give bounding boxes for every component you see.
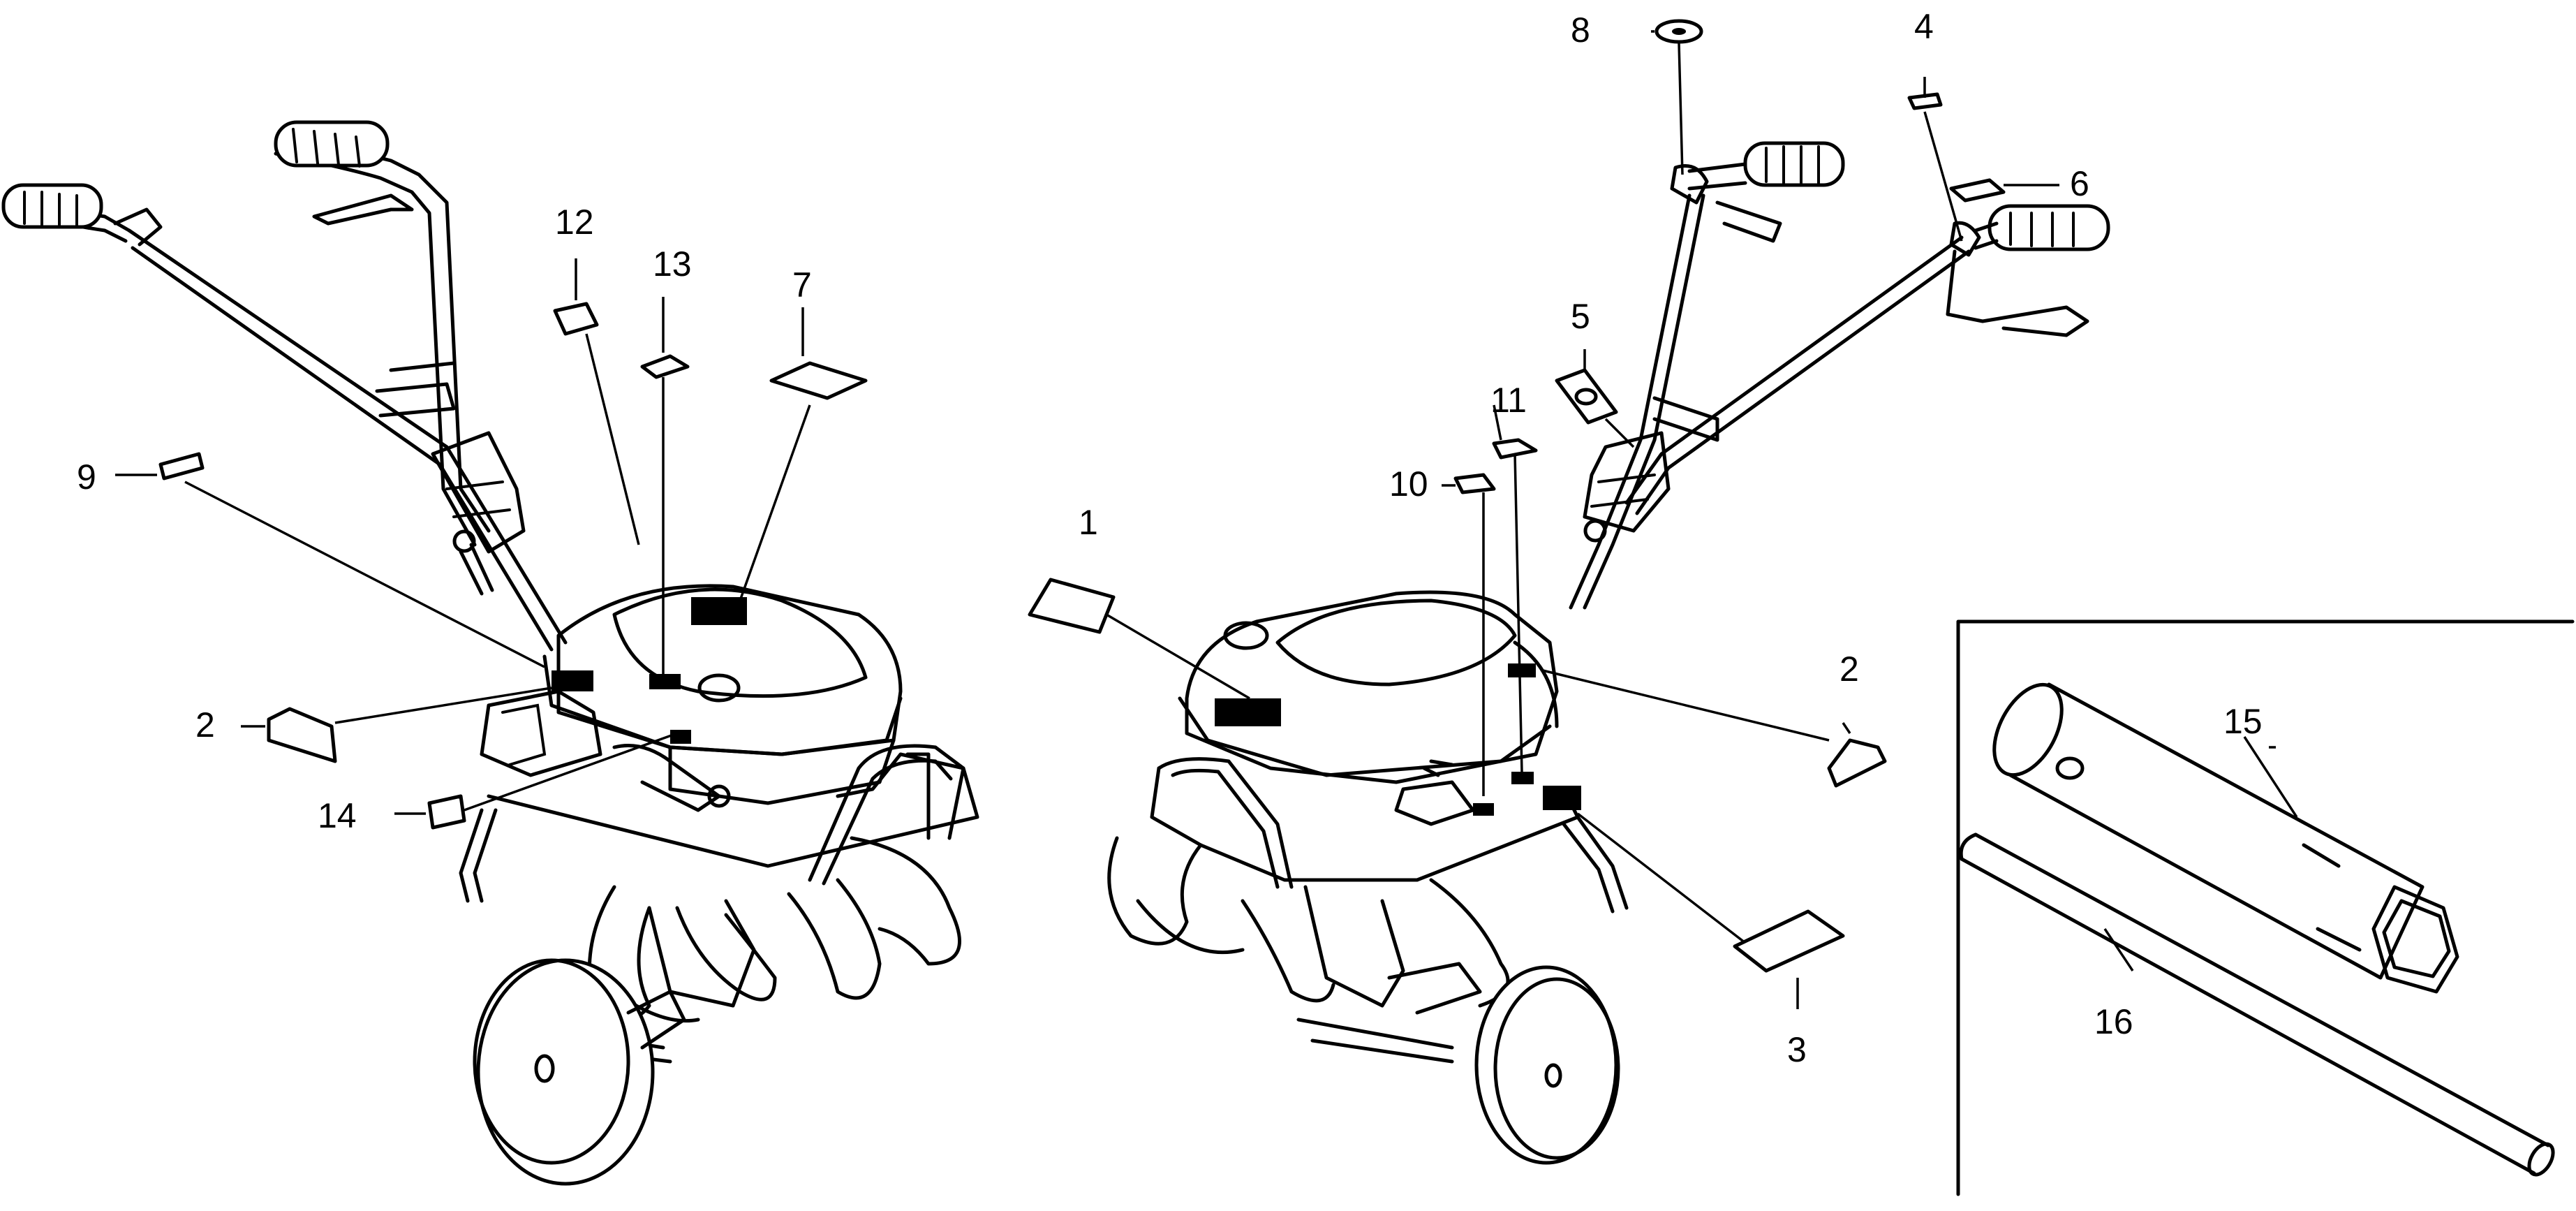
callout-9: 9 — [77, 457, 96, 497]
tool-inset — [1956, 619, 2575, 1196]
decal-10 — [1453, 473, 1496, 494]
left-tiller-illustration — [1, 120, 979, 1186]
callout-7: 7 — [792, 265, 812, 304]
decal-2-right — [1827, 738, 1887, 788]
callout-13: 13 — [653, 244, 692, 284]
decal-14 — [427, 794, 466, 830]
callout-8: 8 — [1571, 10, 1590, 50]
callout-16: 16 — [2094, 1002, 2133, 1041]
decal-6 — [1949, 178, 2006, 203]
callout-15: 15 — [2223, 702, 2263, 741]
callout-numbers: 1 2 2 3 4 5 6 7 8 9 10 11 12 13 14 15 16 — [77, 7, 2263, 1069]
leader-lines — [115, 30, 2298, 1009]
callout-2-right: 2 — [1840, 649, 1859, 689]
callout-14: 14 — [318, 796, 357, 835]
decal-4 — [1907, 92, 1943, 110]
decal-3 — [1733, 909, 1845, 973]
decal-13 — [640, 354, 690, 379]
callout-6: 6 — [2070, 164, 2089, 203]
spark-plug-wrench — [1992, 682, 2459, 994]
decal-2-left — [267, 707, 337, 763]
callout-11: 11 — [1490, 381, 1527, 420]
callout-2-left: 2 — [195, 705, 215, 744]
decal-11 — [1492, 438, 1538, 460]
decal-12 — [553, 302, 599, 336]
decal-7 — [769, 361, 868, 400]
callout-5: 5 — [1571, 297, 1590, 336]
decals — [158, 19, 2006, 973]
callout-12: 12 — [555, 203, 594, 242]
callout-3: 3 — [1787, 1030, 1807, 1069]
right-tiller-illustration — [1107, 141, 2110, 1165]
callout-4: 4 — [1914, 7, 1934, 46]
decal-5 — [1555, 368, 1618, 425]
decal-9 — [158, 452, 205, 480]
decal-1 — [1028, 578, 1116, 634]
callout-10: 10 — [1389, 464, 1428, 504]
callout-1: 1 — [1079, 503, 1098, 542]
tommy-bar — [1959, 832, 2555, 1177]
